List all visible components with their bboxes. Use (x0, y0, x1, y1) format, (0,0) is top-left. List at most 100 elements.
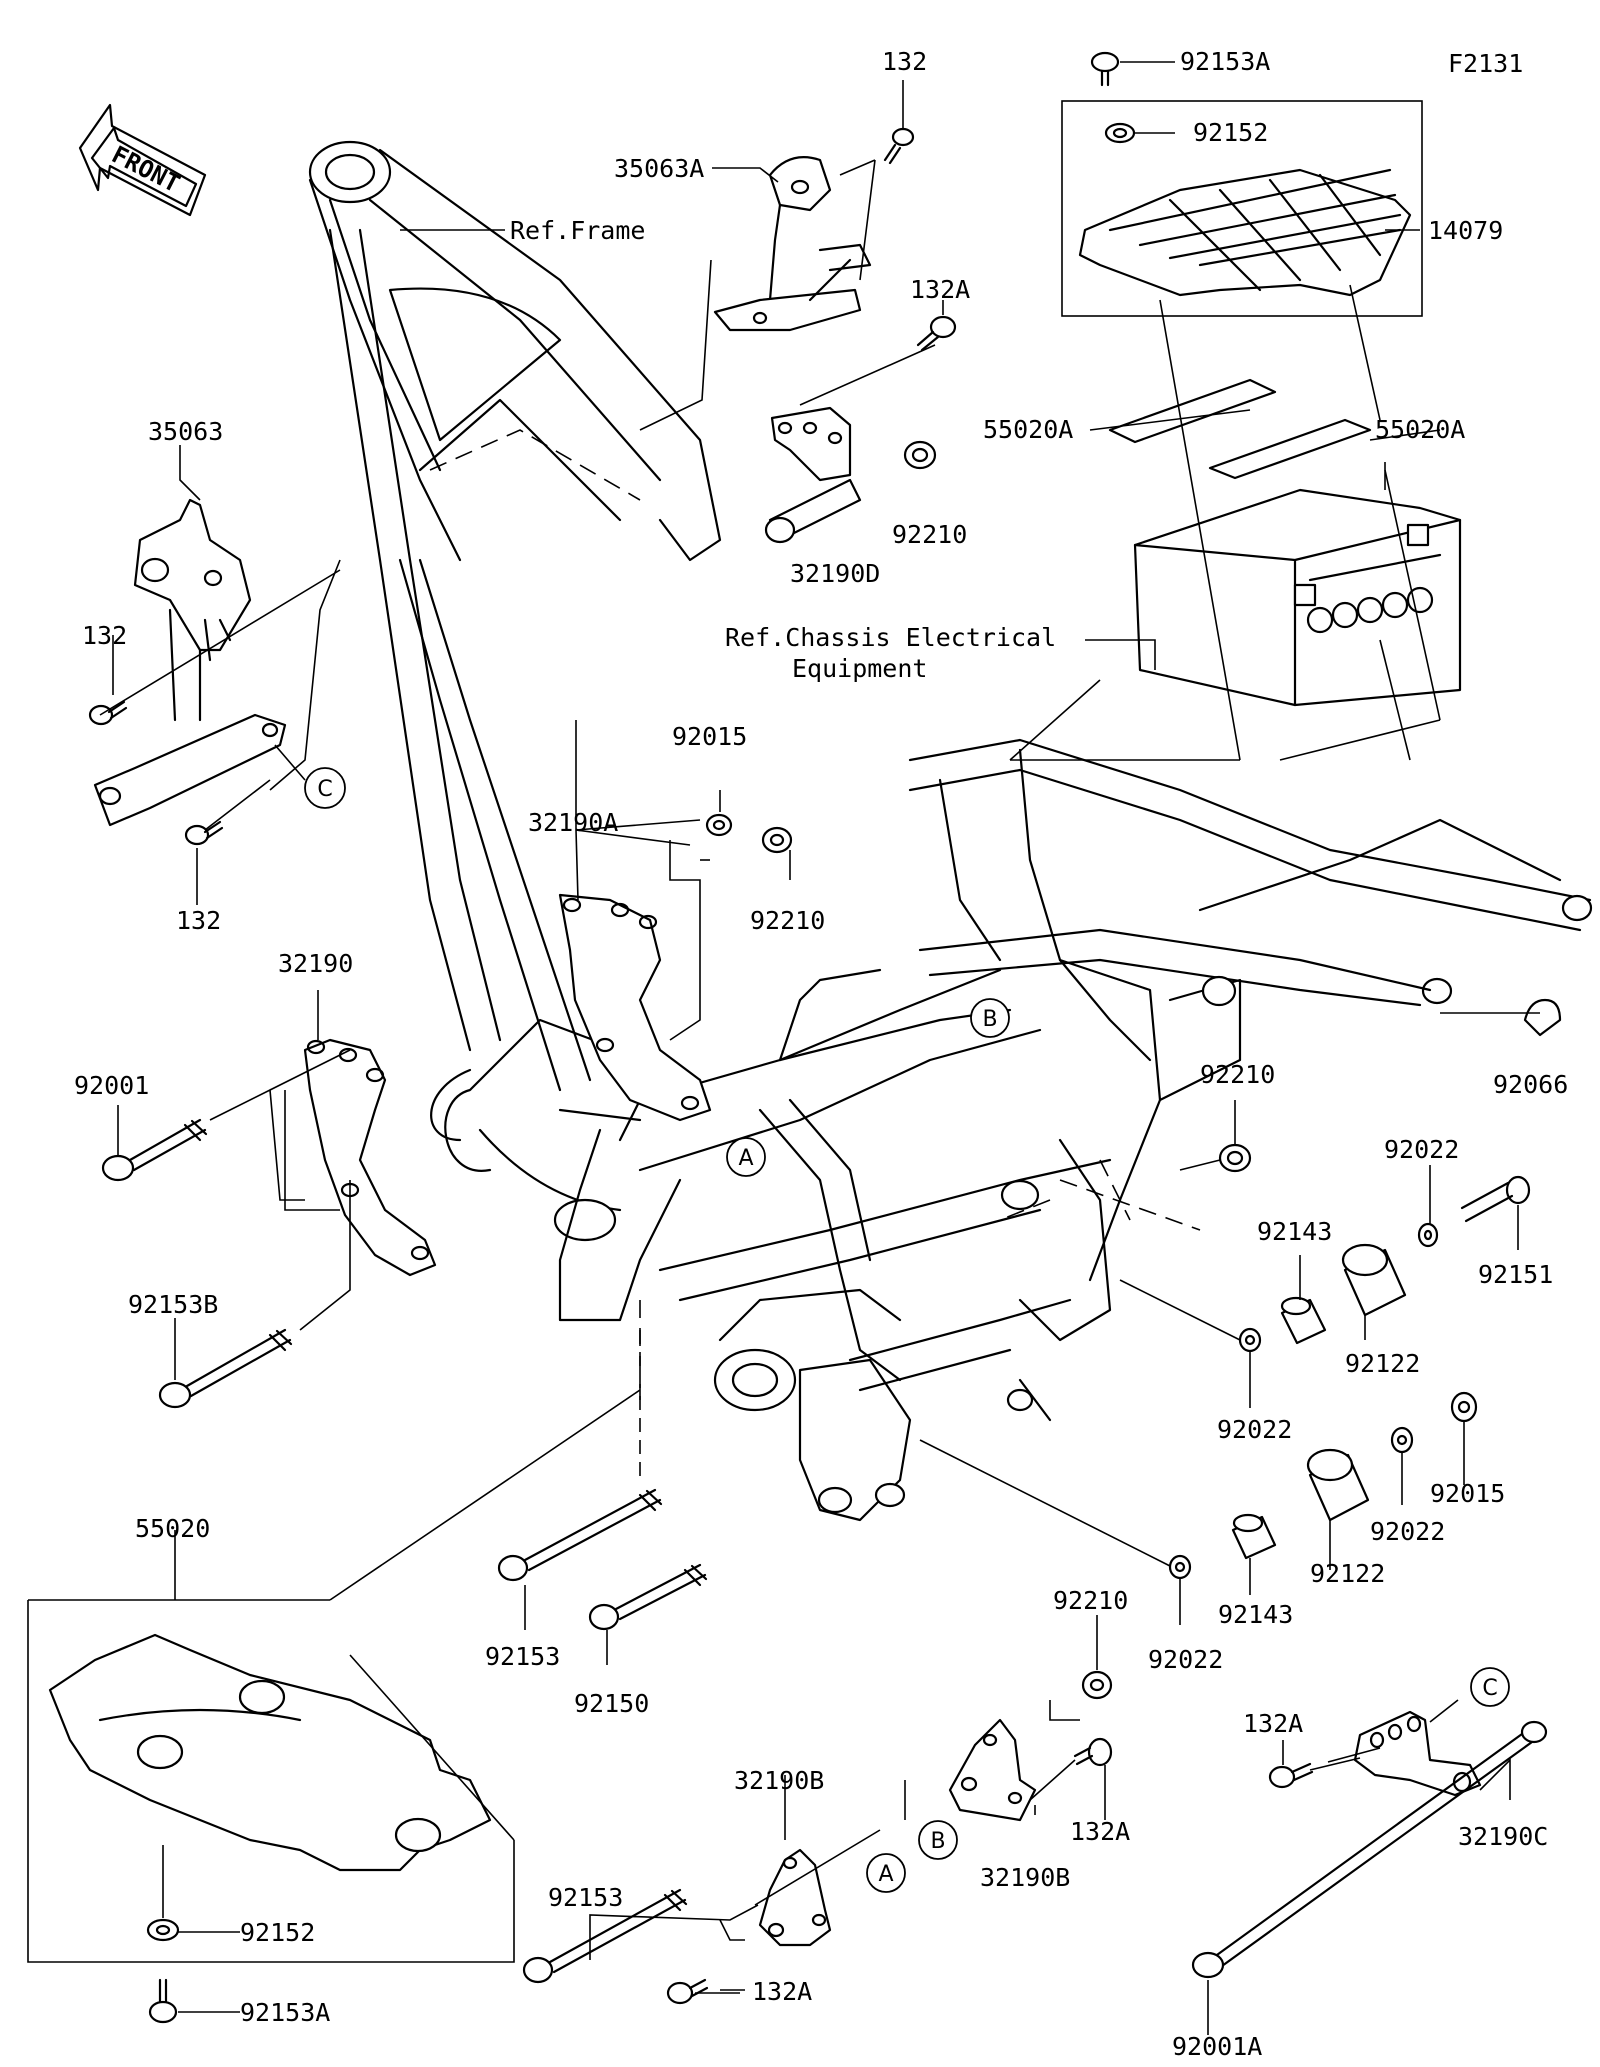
bolt-92153a-top-icon (1090, 51, 1120, 87)
label-92152-top: 92152 (1193, 118, 1268, 147)
bolt-92001-icon (101, 1118, 208, 1182)
axle-92001a-icon (1191, 1720, 1548, 1979)
part-labels: 132 35063A Ref.Frame 92153A 92152 14079 … (74, 47, 1568, 2061)
label-92152-lower: 92152 (240, 1918, 315, 1947)
label-92210-upper: 92210 (892, 520, 967, 549)
svg-text:A: A (738, 1146, 753, 1171)
label-92150: 92150 (574, 1689, 649, 1718)
plate-32190b-right-icon (948, 1718, 1037, 1822)
label-92015-upper: 92015 (672, 722, 747, 751)
washer-92022-upper-icon (1417, 1222, 1439, 1248)
washer-92022-mid-icon (1238, 1327, 1262, 1353)
bolt-92150-icon (588, 1563, 708, 1631)
label-92153-mid: 92153 (485, 1642, 560, 1671)
washer-92152-lower-icon (146, 1918, 180, 1942)
label-92153a-top: 92153A (1180, 47, 1270, 76)
label-92122-upper: 92122 (1345, 1349, 1420, 1378)
label-ref-chassis-1: Ref.Chassis Electrical (725, 623, 1056, 652)
washer-92152-top-icon (1104, 122, 1136, 144)
plate-32190a-icon (558, 893, 712, 1122)
nut-92210-right-icon (1218, 1143, 1252, 1173)
bush-92122-upper-icon (1341, 1243, 1407, 1317)
label-92022-mid: 92022 (1217, 1415, 1292, 1444)
plate-32190-icon (303, 1038, 437, 1277)
skid-plate-55020-icon (27, 1599, 515, 1963)
label-132-left-lower: 132 (176, 906, 221, 935)
washer-92022-right-icon (1390, 1426, 1414, 1454)
nut-92210-upper-icon (903, 440, 937, 470)
label-92153-lower: 92153 (548, 1883, 623, 1912)
bolt-132a-upper-icon (916, 315, 957, 352)
label-35063: 35063 (148, 417, 223, 446)
label-35063a: 35063A (614, 154, 704, 183)
label-132a-upper: 132A (910, 275, 970, 304)
label-32190d: 32190D (790, 559, 880, 588)
ref-marker-b-mid: B (970, 998, 1010, 1038)
bolt-92151-icon (1460, 1175, 1531, 1223)
bracket-32190c-icon (1353, 1710, 1482, 1797)
ref-marker-a-lower: A (866, 1853, 906, 1893)
label-55020a-right: 55020A (1375, 415, 1465, 444)
bolt-92153b-icon (158, 1328, 293, 1409)
label-92001: 92001 (74, 1071, 149, 1100)
bolt-132-left-upper-icon (88, 700, 128, 726)
label-92143-lower: 92143 (1218, 1600, 1293, 1629)
cap-92066-icon (1523, 998, 1562, 1037)
label-32190c: 32190C (1458, 1822, 1548, 1851)
ref-marker-b-lower: B (918, 1820, 958, 1860)
bolt-132-top-icon (883, 127, 915, 165)
svg-text:C: C (1482, 1676, 1497, 1701)
washer-92022-lower-icon (1168, 1554, 1192, 1580)
bracket-35063-icon (93, 498, 287, 827)
bolt-92153-lower-icon (522, 1888, 688, 1984)
label-92022-lower: 92022 (1148, 1645, 1223, 1674)
front-arrow-icon: FRONT (78, 103, 207, 217)
pad-55020a-right-icon (1208, 418, 1372, 480)
label-92210-right: 92210 (1200, 1060, 1275, 1089)
bolt-92153-mid-icon (497, 1488, 663, 1582)
leader-lines (99, 61, 1540, 2035)
label-ref-chassis-2: Equipment (792, 654, 927, 683)
bracket-35063a-icon (713, 156, 872, 332)
label-92015-lower: 92015 (1430, 1479, 1505, 1508)
svg-text:B: B (982, 1007, 997, 1032)
label-132-left-upper: 132 (82, 621, 127, 650)
label-132a-lower: 132A (752, 1977, 812, 2006)
label-92022-right: 92022 (1370, 1517, 1445, 1546)
battery-icon (1133, 488, 1462, 707)
bush-92122-lower-icon (1306, 1448, 1370, 1522)
label-14079: 14079 (1428, 216, 1503, 245)
bracket-32190d-icon (764, 406, 862, 544)
bolt-132-left-lower-icon (184, 820, 224, 846)
nut-92015-lower-icon (1450, 1391, 1478, 1423)
label-92122-lower: 92122 (1310, 1559, 1385, 1588)
ref-marker-c-lower: C (1470, 1667, 1510, 1707)
nut-92210-lower-icon (1081, 1670, 1113, 1700)
label-55020: 55020 (135, 1514, 210, 1543)
pad-55020a-left-icon (1108, 378, 1277, 444)
label-32190b-top: 32190B (734, 1766, 824, 1795)
collar-92143-lower-icon (1231, 1513, 1277, 1560)
ref-marker-c-left: C (304, 767, 346, 809)
label-ref-frame: Ref.Frame (510, 216, 645, 245)
label-32190: 32190 (278, 949, 353, 978)
label-92022-top: 92022 (1384, 1135, 1459, 1164)
bolt-92153a-lower-icon (148, 1978, 178, 2024)
bolt-132a-c-icon (1268, 1762, 1314, 1789)
label-92153a-lower: 92153A (240, 1998, 330, 2027)
label-92153b: 92153B (128, 1290, 218, 1319)
label-132a-c: 132A (1243, 1709, 1303, 1738)
nut-92210-mid-icon (761, 826, 793, 854)
main-frame-icon (308, 140, 1593, 1522)
svg-text:B: B (930, 1829, 945, 1854)
bolt-132a-lower-right-icon (1073, 1737, 1113, 1767)
label-92210-mid: 92210 (750, 906, 825, 935)
collar-92143-upper-icon (1280, 1296, 1327, 1345)
bolt-132a-lower-left-icon (666, 1978, 709, 2005)
nut-92015-upper-icon (705, 813, 733, 837)
label-55020a-left: 55020A (983, 415, 1073, 444)
label-132a-right: 132A (1070, 1817, 1130, 1846)
label-32190a: 32190A (528, 808, 618, 837)
label-132-top: 132 (882, 47, 927, 76)
